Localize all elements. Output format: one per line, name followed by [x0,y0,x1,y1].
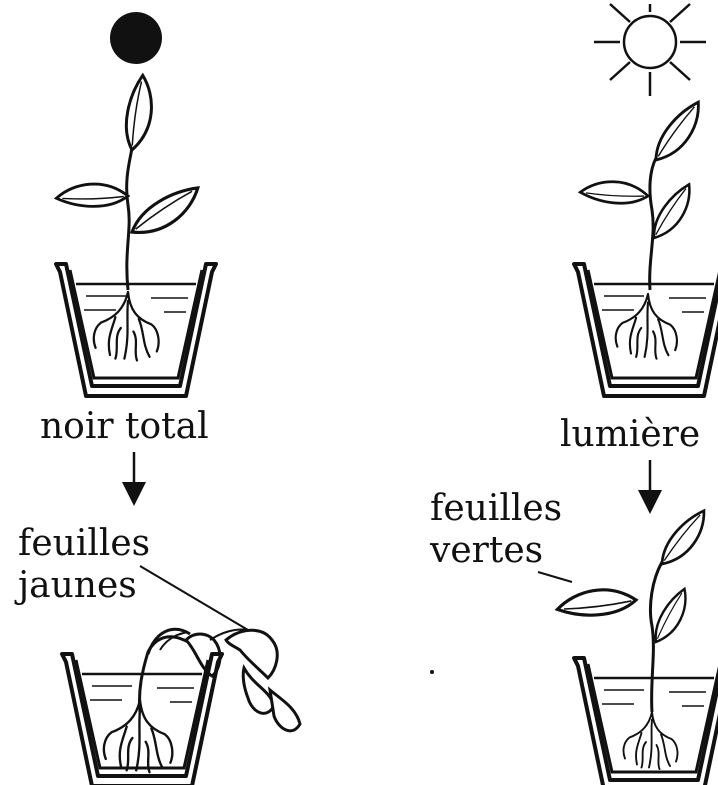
arrow-light [638,460,662,514]
plant-dark-after [62,629,300,785]
dark-result-label-2: jaunes [14,565,137,606]
black-disc-icon [110,12,162,64]
plant-light-after [557,510,718,785]
dark-result-pointer [140,566,248,630]
light-result-label-2: vertes [429,530,543,571]
dark-condition-label: noir total [40,406,209,447]
stray-dot [430,670,434,674]
plant-light-before [574,102,718,396]
light-result-pointer [538,572,572,582]
light-condition-label: lumière [560,414,700,455]
plant-dark-before [56,75,216,396]
sun-icon [594,4,706,96]
light-result-label-1: feuilles [430,488,562,529]
dark-result-label-1: feuilles [18,523,150,564]
arrow-dark [122,452,146,506]
